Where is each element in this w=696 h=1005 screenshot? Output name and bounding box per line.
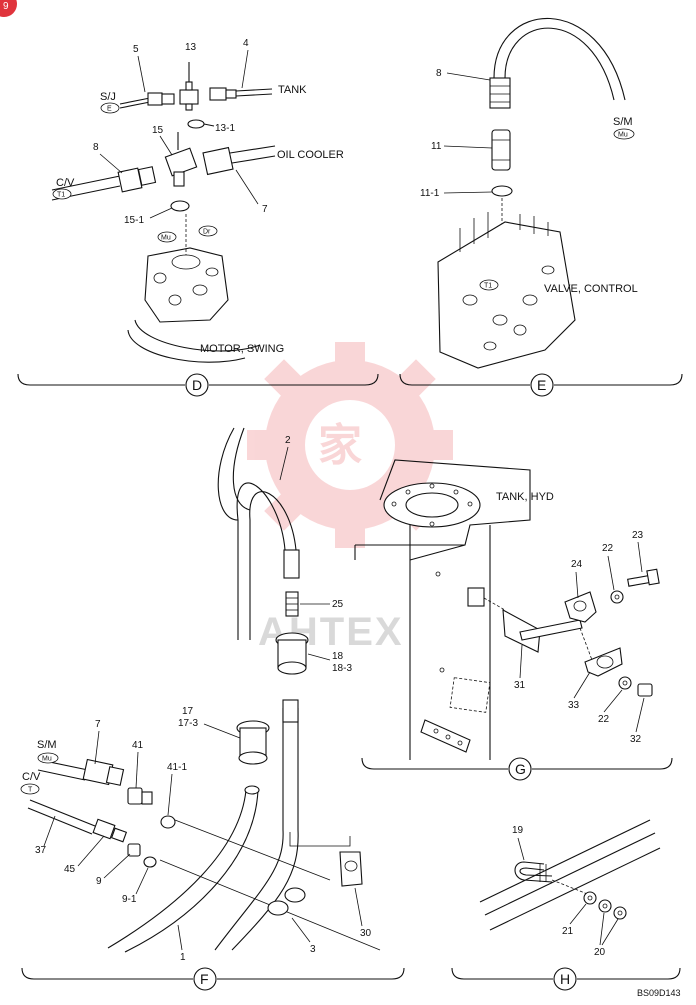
section-h-u-bolt	[479, 819, 661, 931]
port-tag-mu-f: Mu	[37, 752, 59, 764]
callout-15-1: 15-1	[124, 215, 144, 226]
section-letter-f: F	[200, 971, 209, 987]
label-motor-swing: MOTOR, SWING	[200, 343, 284, 355]
section-letter-d: D	[192, 377, 202, 393]
watermark-gear-logo: 家	[247, 342, 453, 548]
callout-5: 5	[133, 44, 139, 55]
watermark-glyph: 家	[318, 421, 362, 470]
callout-18: 18	[332, 651, 344, 662]
port-tag-t1-d: T1	[52, 188, 72, 200]
label-sm-f: S/M	[37, 739, 57, 751]
port-tag-t-f-text: T	[28, 787, 33, 794]
port-tag-dr-text: Dr	[203, 229, 211, 236]
callout-7-d: 7	[262, 204, 268, 215]
section-h-bracket	[451, 967, 681, 991]
callout-25: 25	[332, 599, 344, 610]
callout-41-1: 41-1	[167, 762, 187, 773]
callout-21: 21	[562, 926, 574, 937]
port-tag-mu-e-text: Mu	[618, 132, 628, 139]
section-g-bracket	[361, 757, 673, 781]
callout-17-3: 17-3	[178, 718, 198, 729]
section-g-hydraulic-tank	[354, 459, 660, 760]
port-tag-mu-d-text: Mu	[161, 235, 171, 242]
callout-23: 23	[632, 530, 644, 541]
port-tag-dr: Dr	[198, 225, 218, 237]
callout-17: 17	[182, 706, 194, 717]
callout-45: 45	[64, 864, 76, 875]
section-letter-e: E	[537, 377, 546, 393]
callout-37: 37	[35, 845, 47, 856]
callout-30: 30	[360, 928, 372, 939]
port-tag-t1-e: T1	[479, 279, 499, 291]
callout-41: 41	[132, 740, 144, 751]
label-valve-control: VALVE, CONTROL	[544, 283, 638, 295]
section-f-drain-hoses	[27, 427, 381, 953]
callout-13: 13	[185, 42, 197, 53]
callout-9-1: 9-1	[122, 894, 137, 905]
callout-15: 15	[152, 125, 164, 136]
callout-19: 19	[512, 825, 524, 836]
label-sm-e: S/M	[613, 116, 633, 128]
port-tag-t-f: T	[20, 783, 40, 795]
label-sj: S/J	[100, 91, 116, 103]
section-e-control-valve	[437, 17, 626, 369]
callout-8-e: 8	[436, 68, 442, 79]
callout-22-upper: 22	[602, 543, 614, 554]
label-cv-f: C/V	[22, 771, 41, 783]
port-tag-mu-f-text: Mu	[42, 756, 52, 763]
section-e-bracket	[399, 373, 683, 397]
section-letter-h: H	[560, 971, 570, 987]
callout-7-f: 7	[95, 719, 101, 730]
callout-31: 31	[514, 680, 526, 691]
figure-code: BS09D143	[637, 988, 681, 998]
callout-9: 9	[96, 876, 102, 887]
callout-33: 33	[568, 700, 580, 711]
section-f-bracket	[21, 967, 405, 991]
corner-badge: 9	[0, 0, 17, 17]
port-tag-e: E	[100, 102, 120, 114]
callout-11-1: 11-1	[420, 188, 440, 199]
callout-20: 20	[594, 947, 606, 958]
label-oil-cooler: OIL COOLER	[277, 149, 344, 161]
corner-badge-label: 9	[3, 1, 9, 12]
port-tag-mu-e: Mu	[613, 128, 635, 140]
port-tag-t1-d-text: T1	[57, 192, 65, 199]
callout-11: 11	[431, 141, 442, 152]
section-letter-g: G	[515, 761, 526, 777]
callout-1: 1	[180, 952, 186, 963]
callout-2: 2	[285, 435, 291, 446]
callout-32: 32	[630, 734, 642, 745]
callout-24: 24	[571, 559, 583, 570]
port-tag-mu-d: Mu	[157, 231, 177, 243]
callout-3: 3	[310, 944, 316, 955]
callout-18-3: 18-3	[332, 663, 352, 674]
callout-22-lower: 22	[598, 714, 610, 725]
label-tank-hyd: TANK, HYD	[496, 491, 554, 503]
section-d-swing-motor	[51, 62, 276, 363]
callout-8-d: 8	[93, 142, 99, 153]
callout-4: 4	[243, 38, 249, 49]
port-tag-e-text: E	[107, 106, 112, 113]
label-tank: TANK	[278, 84, 307, 96]
callout-13-1: 13-1	[215, 123, 235, 134]
section-d-bracket	[17, 373, 379, 397]
port-tag-t1-e-text: T1	[484, 283, 492, 290]
label-cv-d: C/V	[56, 177, 75, 189]
